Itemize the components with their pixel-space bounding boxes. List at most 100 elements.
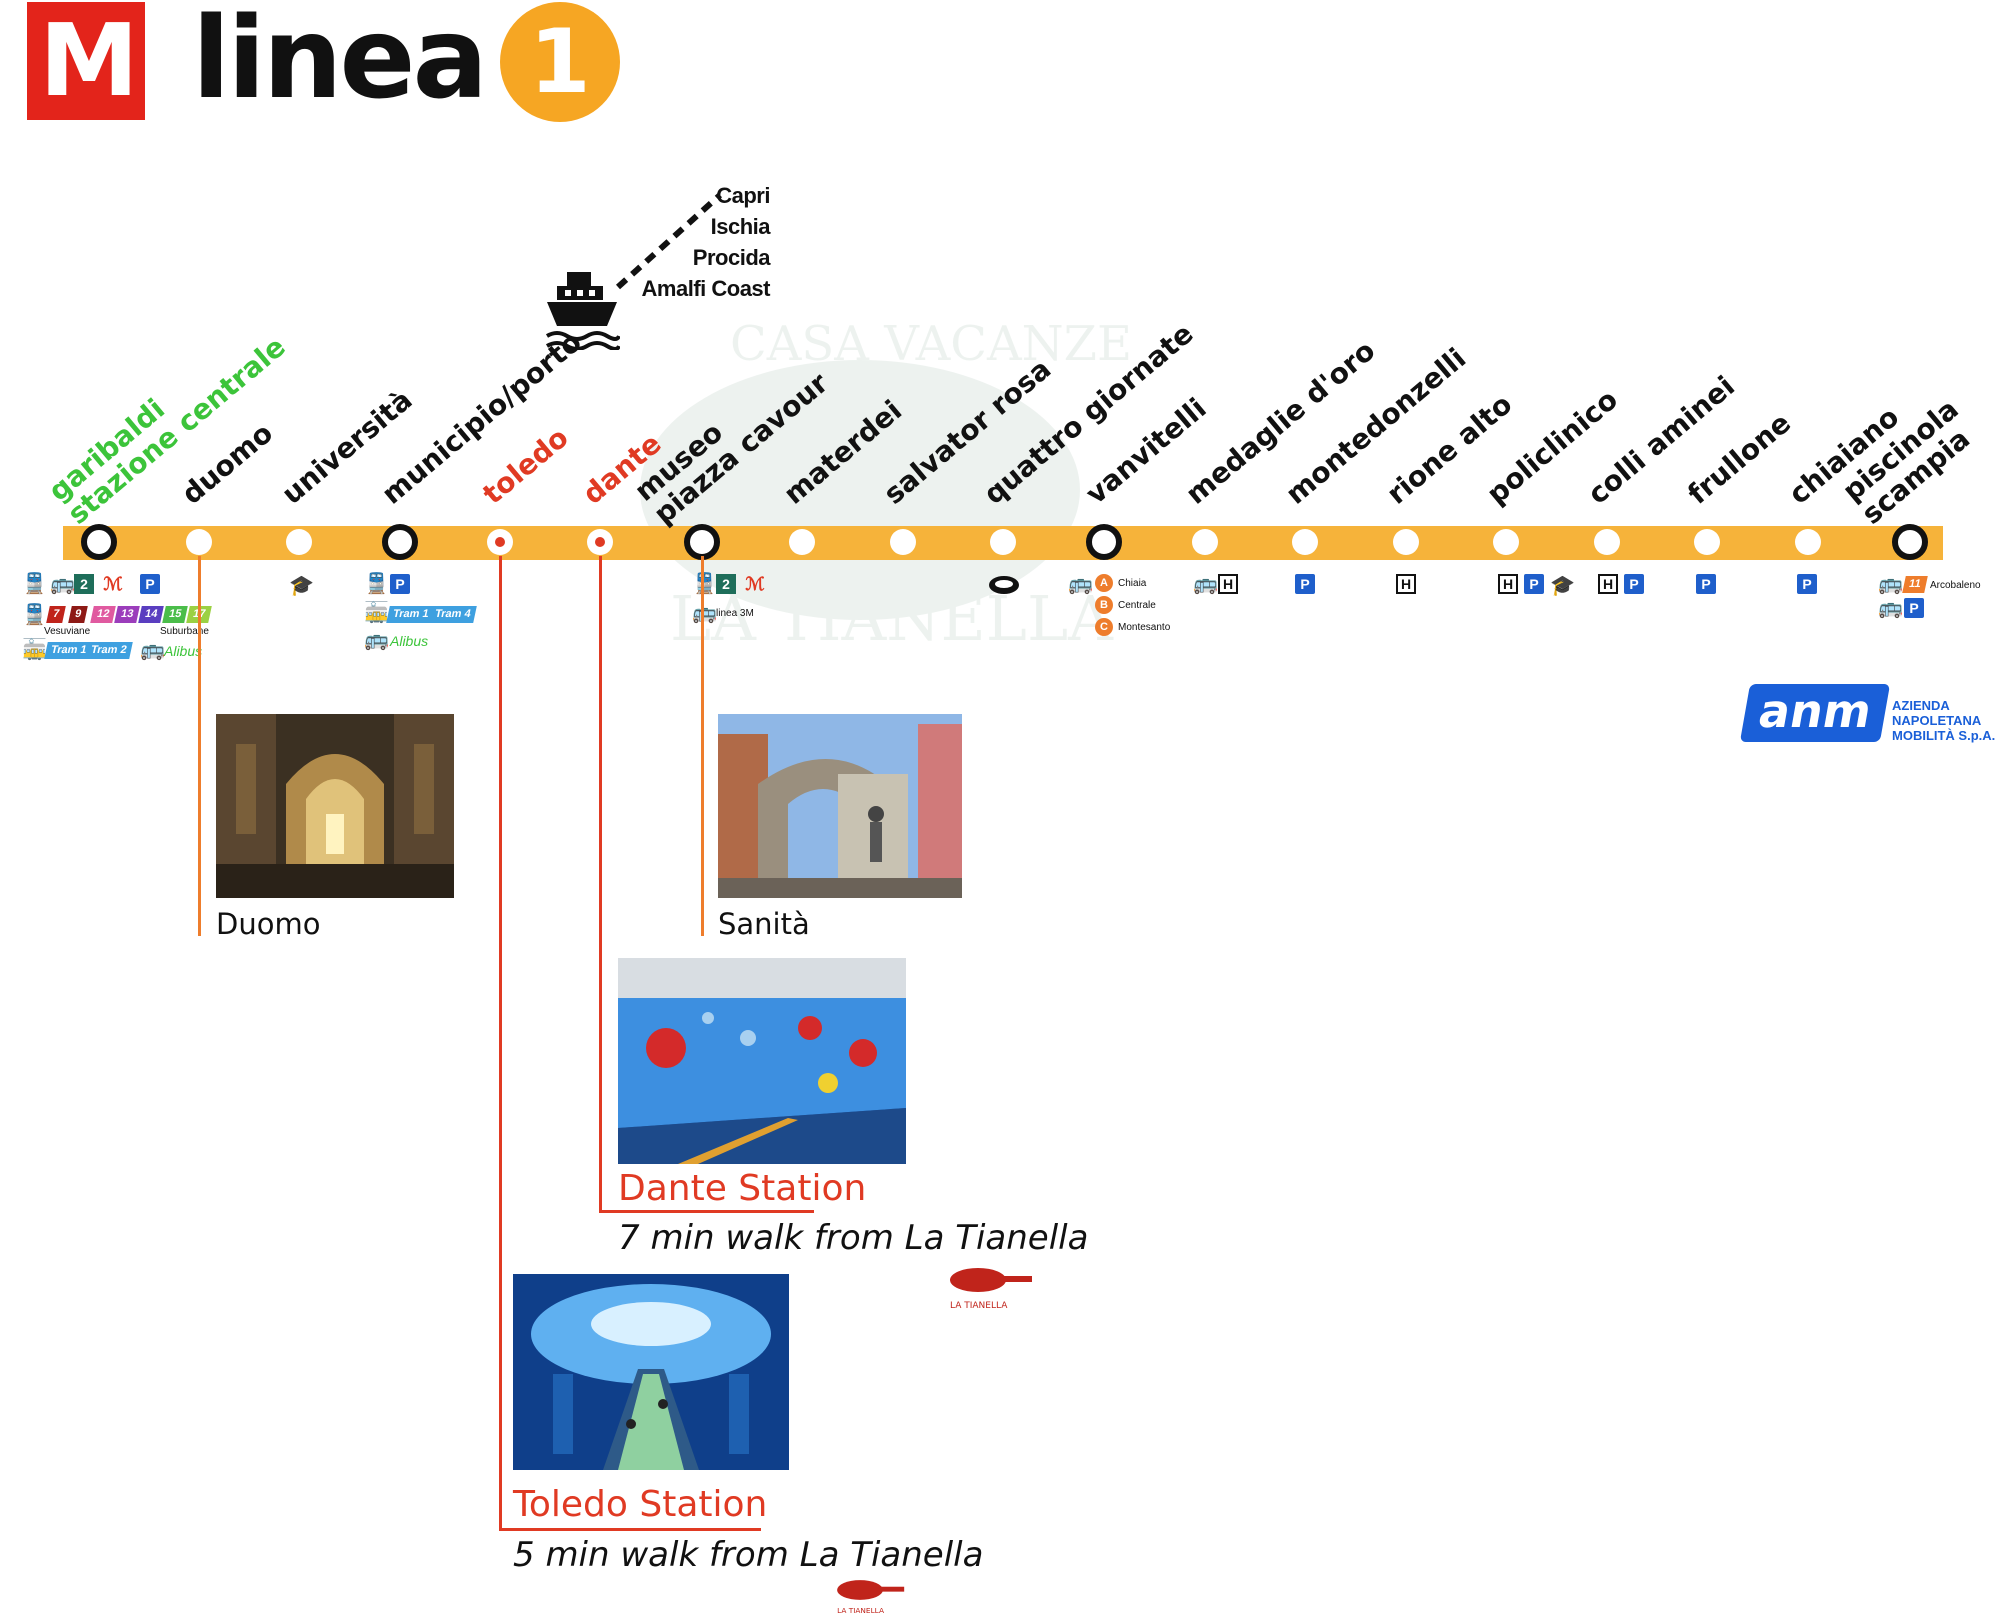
bus-icon: 🚌 — [692, 602, 717, 624]
dante-walk-time: 7 min walk from La Tianella — [618, 1218, 1089, 1258]
train-icon: 🚆 — [692, 573, 717, 595]
watermark-bottom: LA TIANELLA — [670, 582, 1114, 655]
tram-icon: 🚋 — [364, 602, 389, 624]
parking-icon: P — [1624, 574, 1644, 594]
tram-icon: 🚋 — [22, 639, 47, 661]
stop-rione-alto[interactable] — [1393, 529, 1419, 555]
ferry-destination: Procida — [692, 245, 771, 270]
stop-policlinico[interactable] — [1493, 529, 1519, 555]
stop-vanvitelli[interactable] — [1086, 524, 1122, 560]
stop-frullone[interactable] — [1694, 529, 1720, 555]
bus-icon: 🚌 — [1193, 573, 1218, 595]
ferry-destination: Capri — [716, 183, 770, 208]
station-label-montedonzelli[interactable]: montedonzelli — [1279, 341, 1473, 511]
line2-badge: 2 — [74, 574, 94, 594]
ferry-route-line — [615, 192, 723, 290]
ferry-destination: Ischia — [710, 214, 771, 239]
metro-logo-letter: M — [39, 2, 139, 119]
anm-company-name: AZIENDA NAPOLETANA MOBILITÀ S.p.A. — [1892, 698, 1996, 743]
parking-icon: P — [390, 574, 410, 594]
line-tag: 9 — [68, 606, 88, 623]
toledo-walk-time: 5 min walk from La Tianella — [513, 1535, 984, 1575]
stop-piscinola[interactable] — [1892, 524, 1928, 560]
dante-connector — [599, 556, 602, 1213]
cumana-icon: ℳ — [103, 574, 123, 594]
stop-toledo[interactable] — [487, 529, 513, 555]
toledo-connector — [499, 556, 502, 1531]
stadium-icon — [989, 576, 1019, 594]
bus-icon: 🚌 — [140, 639, 165, 661]
stop-dante[interactable] — [587, 529, 613, 555]
graduation-cap-icon: 🎓 — [1550, 575, 1575, 597]
dante-station-title[interactable]: Dante Station — [618, 1168, 867, 1209]
metro-logo: M — [27, 2, 145, 120]
parking-icon: P — [1524, 574, 1544, 594]
sanita-photo — [718, 714, 962, 898]
bus-icon: 🚌 — [50, 573, 75, 595]
line-tag: 12 — [90, 606, 117, 623]
stop-materdei[interactable] — [789, 529, 815, 555]
parking-icon: P — [1904, 598, 1924, 618]
parking-icon: P — [1295, 574, 1315, 594]
toledo-underline — [499, 1528, 761, 1531]
alibus-label: Alibus — [390, 633, 429, 649]
hospital-icon: H — [1218, 574, 1238, 594]
tram4-tag: Tram 4 — [428, 606, 478, 623]
ship-icon — [545, 272, 620, 350]
watermark-top: CASA VACANZE — [730, 316, 1132, 372]
anm-logo: anm — [1739, 684, 1891, 742]
stop-museo[interactable] — [684, 524, 720, 560]
tram2-tag: Tram 2 — [84, 642, 134, 659]
line-tag: 7 — [46, 606, 66, 623]
hospital-icon: H — [1498, 574, 1518, 594]
train-icon: 🚆 — [364, 573, 389, 595]
arcobaleno-label: Arcobaleno — [1930, 580, 1981, 591]
duomo-photo — [216, 714, 454, 898]
train-icon: 🚆 — [22, 604, 47, 626]
funicular-label: Chiaia — [1118, 578, 1147, 589]
sanita-caption: Sanità — [718, 907, 810, 941]
stop-garibaldi[interactable] — [81, 524, 117, 560]
line-title: linea — [192, 0, 488, 124]
stop-duomo[interactable] — [186, 529, 212, 555]
stop-medaglie-doro[interactable] — [1192, 529, 1218, 555]
duomo-connector — [198, 556, 201, 936]
parking-icon: P — [1797, 574, 1817, 594]
parking-icon: P — [1696, 574, 1716, 594]
stop-colli-aminei[interactable] — [1594, 529, 1620, 555]
funicular-label: Montesanto — [1118, 622, 1171, 633]
graduation-cap-icon: 🎓 — [289, 575, 314, 597]
stop-chiaiano[interactable] — [1795, 529, 1821, 555]
funicular-label: Centrale — [1118, 600, 1156, 611]
stop-montedonzelli[interactable] — [1292, 529, 1318, 555]
stop-quattro-giornate[interactable] — [990, 529, 1016, 555]
vesuviane-label: Vesuviane — [44, 626, 91, 637]
line-tag: 15 — [162, 606, 189, 623]
dante-station-photo — [618, 958, 906, 1164]
stop-salvator-rosa[interactable] — [890, 529, 916, 555]
tianella-logo: LA TIANELLA — [950, 1268, 1032, 1311]
linea3m-label: linea 3M — [716, 608, 754, 619]
line-number-badge: 1 — [500, 2, 620, 122]
hospital-icon: H — [1598, 574, 1618, 594]
funicular-a-icon: A — [1095, 574, 1113, 592]
station-label-toledo[interactable]: toledo — [476, 420, 575, 511]
toledo-station-photo — [513, 1274, 789, 1470]
train-icon: 🚆 — [22, 573, 47, 595]
bus-icon: 🚌 — [364, 629, 389, 651]
tianella-logo-text: LA TIANELLA — [950, 1301, 1008, 1311]
duomo-caption: Duomo — [216, 907, 321, 941]
bus-icon: 🚌 — [1878, 573, 1903, 595]
toledo-station-title[interactable]: Toledo Station — [513, 1484, 768, 1525]
stop-universita[interactable] — [286, 529, 312, 555]
tianella-logo: LA TIANELLA — [837, 1580, 905, 1615]
line-tag: 13 — [114, 606, 141, 623]
alibus-label: Alibus — [164, 643, 203, 659]
line2-badge: 2 — [716, 574, 736, 594]
cumana-icon: ℳ — [745, 574, 765, 594]
hospital-icon: H — [1396, 574, 1416, 594]
bus-icon: 🚌 — [1068, 573, 1093, 595]
suburbane-label: Suburbane — [160, 626, 209, 637]
stop-municipio[interactable] — [382, 524, 418, 560]
